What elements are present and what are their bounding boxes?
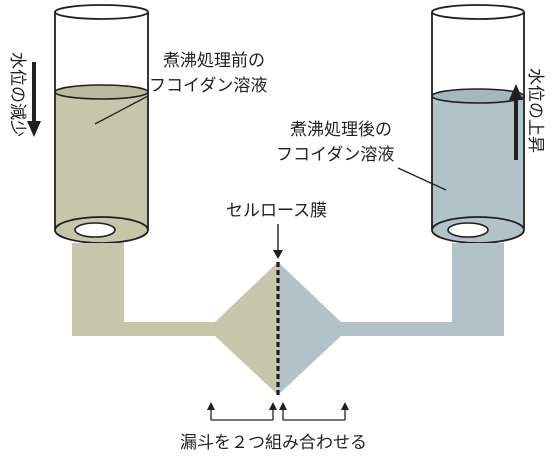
right-solution-surface: [431, 88, 525, 104]
right-cylinder-top-rim: [431, 4, 525, 20]
left-label-leader: [94, 95, 149, 125]
left-cylinder-top-rim: [54, 4, 149, 20]
left-solution-label-line1: 煮沸処理前の: [163, 51, 265, 71]
membrane-label: セルロース膜: [226, 201, 327, 221]
right-label-leader: [397, 167, 447, 191]
left-solution-surface: [54, 84, 149, 100]
up-arrow-icon: [509, 84, 523, 160]
left-solution-label-line2: フコイダン溶液: [149, 76, 267, 96]
right-solution-label-line2: フコイダン溶液: [276, 145, 394, 165]
right-solution-fill: [432, 96, 524, 230]
funnel-caption: 漏斗を２つ組み合わせる: [180, 433, 367, 453]
funnel-bracket-right: [282, 407, 346, 421]
left-cylinder: [54, 4, 149, 244]
right-tube-and-funnel: [278, 243, 504, 395]
right-solution-label-line1: 煮沸処理後の: [290, 120, 392, 140]
left-solution-fill: [55, 92, 148, 230]
left-level-label: 水位の減少: [7, 52, 27, 137]
right-cylinder-outlet: [447, 222, 489, 238]
right-cylinder: [431, 4, 525, 244]
funnel-bracket-left: [210, 407, 274, 421]
down-arrow-icon: [27, 62, 41, 137]
left-tube-and-funnel: [72, 243, 278, 395]
right-level-label: 水位の上昇: [525, 68, 545, 153]
left-cylinder-outlet: [74, 222, 116, 238]
